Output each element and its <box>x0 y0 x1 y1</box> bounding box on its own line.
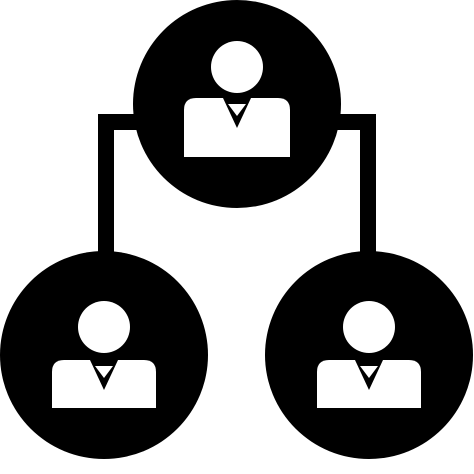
bottom-left-node-circle <box>0 251 208 459</box>
bottom-left-person-head <box>78 301 130 353</box>
top-person-node <box>133 0 341 208</box>
bottom-right-node-circle <box>265 251 473 459</box>
bottom-right-person-node <box>265 251 473 459</box>
top-person-collar <box>228 104 246 116</box>
connector-left-vertical <box>98 114 114 264</box>
connector-lines <box>98 114 376 264</box>
connector-right-vertical <box>360 114 376 264</box>
bottom-right-person-icon <box>317 301 421 408</box>
top-person-head <box>211 41 263 93</box>
bottom-left-person-node <box>0 251 208 459</box>
bottom-left-person-icon <box>52 301 156 408</box>
bottom-left-person-collar <box>95 366 113 378</box>
bottom-right-person-head <box>343 301 395 353</box>
top-person-icon <box>184 41 290 157</box>
bottom-right-person-collar <box>360 366 378 378</box>
